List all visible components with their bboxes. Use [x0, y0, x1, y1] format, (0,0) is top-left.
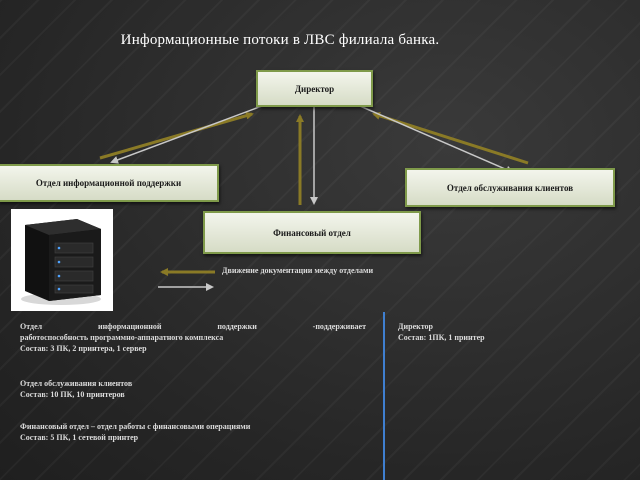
arrow-support-to-director	[99, 111, 254, 160]
node-finance: Финансовый отдел	[203, 211, 421, 254]
info-support-line3: Состав: 3 ПК, 2 принтера, 1 сервер	[20, 344, 147, 353]
info-support: Отдел информационной поддержки -поддержи…	[20, 321, 366, 354]
arrow-director-to-support	[110, 105, 263, 164]
server-icon	[21, 219, 101, 305]
node-clients: Отдел обслуживания клиентов	[405, 168, 615, 207]
arrow-director-to-clients	[359, 105, 514, 174]
node-director: Директор	[256, 70, 373, 107]
info-support-line1: Отдел информационной поддержки -поддержи…	[20, 322, 366, 331]
info-director-line2: Состав: 1ПК, 1 принтер	[398, 333, 485, 342]
info-support-line2: работоспособность программно-аппаратного…	[20, 333, 224, 342]
info-director: Директор Состав: 1ПК, 1 принтер	[398, 321, 598, 343]
info-clients-line2: Состав: 10 ПК, 10 принтеров	[20, 390, 125, 399]
info-finance: Финансовый отдел – отдел работы с финанс…	[20, 421, 380, 443]
info-clients: Отдел обслуживания клиентов Состав: 10 П…	[20, 378, 366, 400]
arrow-clients-to-director	[372, 112, 529, 165]
column-divider	[383, 312, 385, 480]
info-finance-line2: Состав: 5 ПК, 1 сетевой принтер	[20, 433, 139, 442]
slide-title: Информационные потоки в ЛВС филиала банк…	[120, 32, 440, 48]
legend-label: Движение документации между отделами	[222, 266, 374, 275]
server-image	[11, 209, 113, 311]
info-finance-line1: Финансовый отдел – отдел работы с финанс…	[20, 422, 251, 431]
node-support: Отдел информационной поддержки	[0, 164, 219, 202]
info-director-line1: Директор	[398, 322, 433, 331]
info-clients-line1: Отдел обслуживания клиентов	[20, 379, 133, 388]
